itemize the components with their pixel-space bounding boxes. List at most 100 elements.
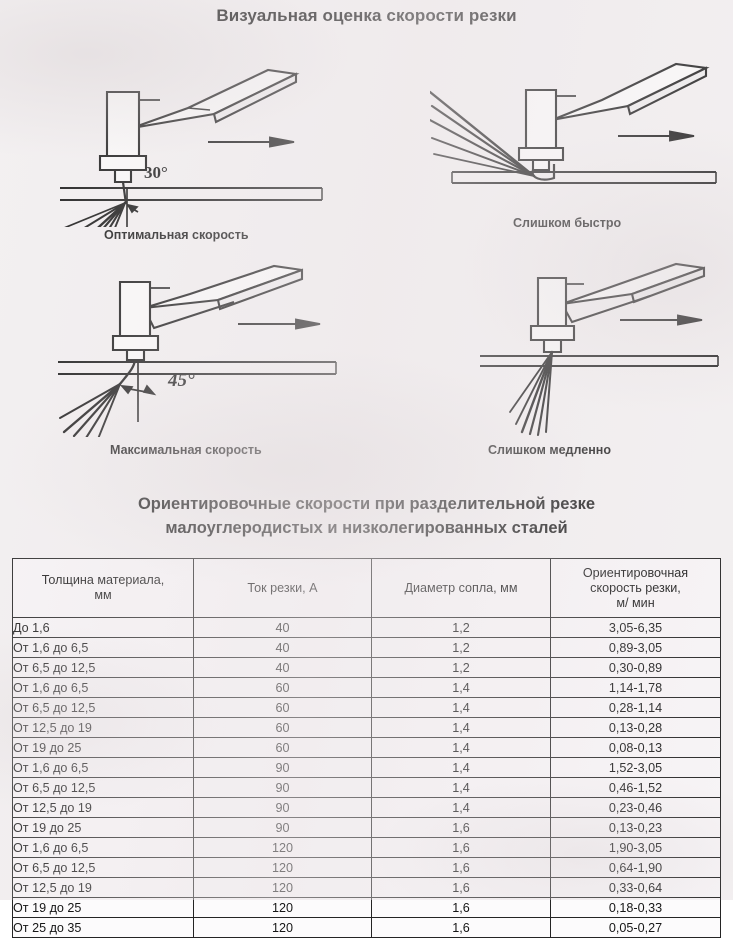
cell-speed: 0,28-1,14 — [550, 697, 721, 718]
torch-diagram-maximum — [58, 264, 337, 437]
figure-too-fast — [430, 52, 720, 187]
cell-thickness: От 19 до 25 — [12, 897, 194, 918]
cell-thickness: От 25 до 35 — [12, 917, 194, 938]
table-header-row: Толщина материала, мм Ток резки, А Диаме… — [12, 558, 721, 618]
column-header-thickness-line-2: мм — [94, 588, 112, 602]
cell-nozzle: 1,4 — [371, 677, 551, 698]
cell-nozzle: 1,6 — [371, 917, 551, 938]
cell-nozzle: 1,2 — [371, 657, 551, 678]
cell-nozzle: 1,6 — [371, 817, 551, 838]
travel-direction-arrow-maximum — [238, 318, 321, 330]
column-header-nozzle-line-1: Диаметр сопла, мм — [404, 580, 518, 595]
cell-current: 40 — [193, 657, 372, 678]
cell-current: 90 — [193, 777, 372, 798]
figure-caption-maximum: Максимальная скорость — [110, 443, 262, 457]
cell-current: 40 — [193, 637, 372, 658]
cell-speed: 3,05-6,35 — [550, 617, 721, 638]
cell-speed: 0,89-3,05 — [550, 637, 721, 658]
cell-current: 120 — [193, 857, 372, 878]
cell-thickness: От 1,6 до 6,5 — [12, 637, 194, 658]
cutting-speed-table-wrapper: Толщина материала, мм Ток резки, А Диаме… — [12, 558, 721, 938]
cell-current: 90 — [193, 817, 372, 838]
cell-thickness: От 19 до 25 — [12, 817, 194, 838]
cell-thickness: От 12,5 до 19 — [12, 877, 194, 898]
cell-nozzle: 1,6 — [371, 877, 551, 898]
cell-speed: 1,90-3,05 — [550, 837, 721, 858]
cell-speed: 0,18-0,33 — [550, 897, 721, 918]
cell-current: 60 — [193, 717, 372, 738]
cell-speed: 1,14-1,78 — [550, 677, 721, 698]
figure-too-slow — [480, 262, 733, 437]
cell-speed: 0,05-0,27 — [550, 917, 721, 938]
cell-current: 90 — [193, 757, 372, 778]
column-header-thickness: Толщина материала, мм — [12, 558, 194, 618]
cell-thickness: До 1,6 — [12, 617, 194, 638]
page-title: Визуальная оценка скорости резки — [216, 6, 517, 25]
cell-thickness: От 6,5 до 12,5 — [12, 777, 194, 798]
cell-nozzle: 1,2 — [371, 637, 551, 658]
figure-optimal-speed: 30° — [60, 52, 340, 227]
column-header-nozzle: Диаметр сопла, мм — [371, 558, 551, 618]
cell-nozzle: 1,4 — [371, 737, 551, 758]
column-header-current-line-1: Ток резки, А — [247, 580, 318, 595]
cell-nozzle: 1,6 — [371, 857, 551, 878]
cell-speed: 0,33-0,64 — [550, 877, 721, 898]
cell-thickness: От 6,5 до 12,5 — [12, 697, 194, 718]
column-header-speed: Ориентировочная скорость резки, м/ мин — [550, 558, 721, 618]
cell-nozzle: 1,4 — [371, 757, 551, 778]
cell-current: 120 — [193, 917, 372, 938]
cell-current: 60 — [193, 737, 372, 758]
figure-caption-too-slow: Слишком медленно — [488, 443, 611, 457]
cell-thickness: От 12,5 до 19 — [12, 797, 194, 818]
figure-caption-too-fast: Слишком быстро — [513, 216, 622, 230]
column-header-speed-line-2: скорость резки, — [590, 580, 681, 595]
cell-thickness: От 1,6 до 6,5 — [12, 677, 194, 698]
cell-thickness: От 6,5 до 12,5 — [12, 857, 194, 878]
cell-speed: 1,52-3,05 — [550, 757, 721, 778]
cell-thickness: От 1,6 до 6,5 — [12, 837, 194, 858]
cell-current: 40 — [193, 617, 372, 638]
angle-label-45: 45° — [168, 370, 195, 391]
torch-diagram-optimal — [60, 68, 323, 227]
section-heading-line-1: Ориентировочные скорости при разделитель… — [137, 495, 596, 513]
torch-diagram-too-slow — [480, 262, 719, 437]
cell-speed: 0,13-0,28 — [550, 717, 721, 738]
section-heading-line-2: малоуглеродистых и низколегированных ста… — [165, 519, 568, 537]
cell-speed: 0,13-0,23 — [550, 817, 721, 838]
cell-nozzle: 1,2 — [371, 617, 551, 638]
cell-thickness: От 19 до 25 — [12, 737, 194, 758]
torch-diagram-too-fast — [430, 62, 717, 184]
cell-current: 120 — [193, 837, 372, 858]
angle-label-30: 30° — [144, 163, 168, 182]
cell-current: 60 — [193, 677, 372, 698]
travel-direction-arrow-too-fast — [618, 130, 695, 142]
cell-speed: 0,64-1,90 — [550, 857, 721, 878]
figure-caption-optimal: Оптимальная скорость — [104, 228, 249, 242]
cell-current: 120 — [193, 897, 372, 918]
cell-speed: 0,30-0,89 — [550, 657, 721, 678]
cell-current: 120 — [193, 877, 372, 898]
cell-speed: 0,46-1,52 — [550, 777, 721, 798]
column-header-speed-line-1: Ориентировочная — [582, 565, 689, 580]
cell-thickness: От 1,6 до 6,5 — [12, 757, 194, 778]
column-header-thickness-line-1: Толщина материала, — [41, 573, 165, 587]
cell-thickness: От 12,5 до 19 — [12, 717, 194, 738]
cell-speed: 0,08-0,13 — [550, 737, 721, 758]
cell-speed: 0,23-0,46 — [550, 797, 721, 818]
cell-nozzle: 1,4 — [371, 777, 551, 798]
